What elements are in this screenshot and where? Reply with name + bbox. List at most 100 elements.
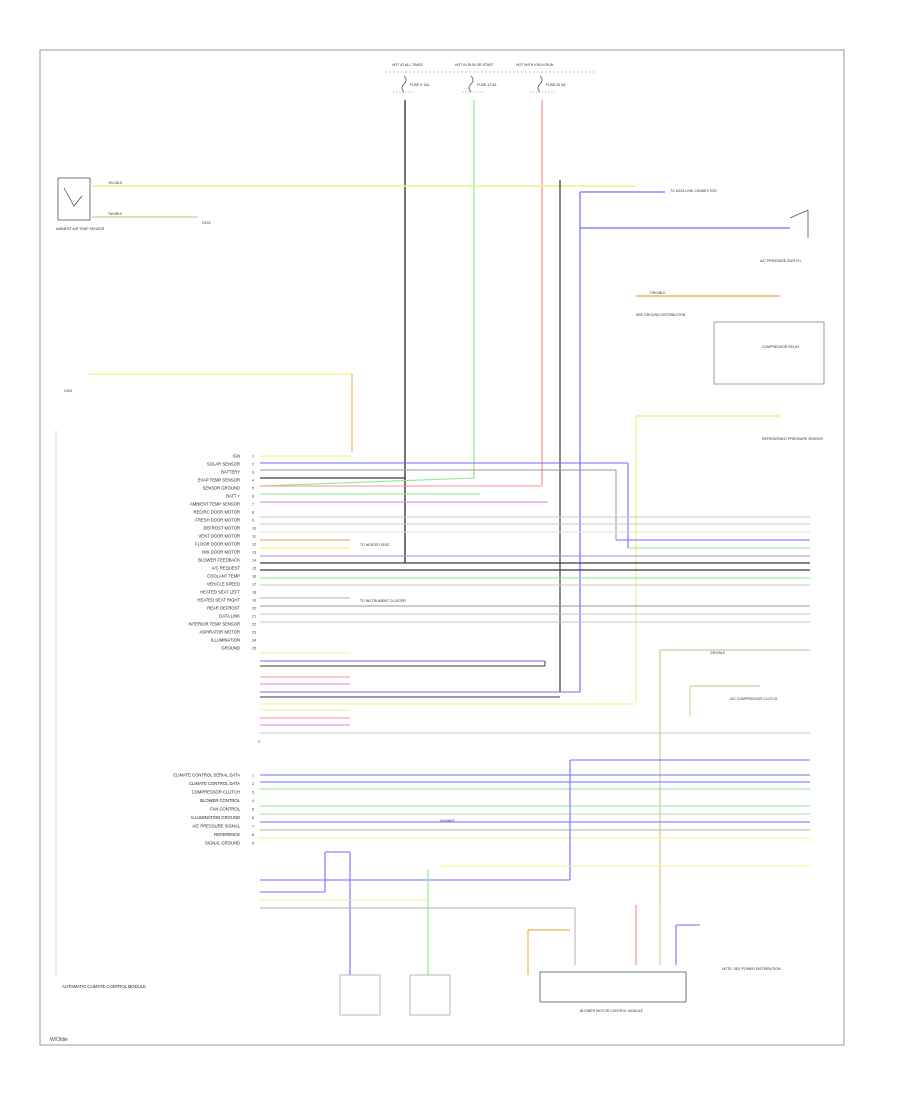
pin-label: BLOWER CONTROL <box>200 798 240 803</box>
pin-label: CLIMATE CONTROL SERIAL DATA <box>173 773 240 778</box>
pin-label: EVAP TEMP SENSOR <box>198 478 240 483</box>
fuse-icon <box>401 75 543 93</box>
pin-label: HEATED SEAT LEFT <box>200 590 240 595</box>
note-label: SEE GROUND DISTRIBUTION <box>636 313 686 317</box>
pin-label: FLOOR DOOR MOTOR <box>195 542 240 547</box>
pin-label: RECIRC DOOR MOTOR <box>194 510 240 515</box>
wire-label: VIO/WHT <box>440 819 456 823</box>
pin-number: 14 <box>252 559 256 563</box>
pin-label: SIGNAL GROUND <box>205 841 240 846</box>
fuse-rating-2: FUSE 12 5A <box>477 83 497 87</box>
ambient-sensor-label: AMBIENT AIR TEMP SENSOR <box>56 227 105 231</box>
switch-label: A/C PRESSURE SWITCH <box>760 259 801 263</box>
pin-label: IGN <box>233 454 240 459</box>
pin-number: 19 <box>252 599 256 603</box>
compressor-label: A/C COMPRESSOR CLUTCH <box>730 697 778 701</box>
pin-number: 1 <box>252 774 254 778</box>
fuse-label-2: HOT IN RUN OR START <box>455 63 495 67</box>
footer-code: W/Oldie <box>50 1037 68 1043</box>
connector-id: C <box>258 740 261 744</box>
pin-label: REAR DEFROST <box>207 606 240 611</box>
module-name: AUTOMATIC CLIMATE CONTROL MODULE <box>62 984 146 989</box>
pin-label: FAN CONTROL <box>210 807 240 812</box>
pin-number: 24 <box>252 639 256 643</box>
pin-label: DEFROST MOTOR <box>203 526 240 531</box>
wire-label: ORG/BLK <box>650 291 666 295</box>
blower-motor-label: BLOWER MOTOR CONTROL MODULE <box>580 1009 644 1013</box>
pin-number: 15 <box>252 567 256 571</box>
pin-label: COOLANT TEMP <box>207 574 240 579</box>
pin-number: 25 <box>252 647 256 651</box>
pin-label: DATA LINK <box>219 614 240 619</box>
pin-number: 12 <box>252 543 256 547</box>
pin-number: 6 <box>252 495 254 499</box>
pin-number: 7 <box>252 503 254 507</box>
fuse-label-3: HOT WITH IGN IN RUN <box>516 63 554 67</box>
pin-label: REFERENCE <box>214 832 240 837</box>
pin-number: 3 <box>252 471 254 475</box>
pin-number: 2 <box>252 782 254 786</box>
ambient-sensor: AMBIENT AIR TEMP SENSOR YEL/BLK TAN/BLK … <box>56 177 636 231</box>
pin-label: ILLUMINATION GROUND <box>191 815 240 820</box>
pin-number: 13 <box>252 551 256 555</box>
module-wires-lower: VIO/WHT <box>260 759 810 881</box>
pin-number: 11 <box>252 535 256 539</box>
pin-number: 4 <box>252 479 254 483</box>
note-label: TO HEATED SEAT <box>360 543 390 547</box>
pin-label: BATT + <box>226 494 240 499</box>
pin-label: COMPRESSOR CLUTCH <box>192 790 240 795</box>
pin-number: 21 <box>252 615 256 619</box>
pin-label: MIX DOOR MOTOR <box>202 550 240 555</box>
pin-number: 9 <box>252 519 254 523</box>
pin-number: 23 <box>252 631 256 635</box>
pin-number: 1 <box>252 455 254 459</box>
feed-wires <box>259 100 543 563</box>
pin-number: 8 <box>252 511 254 515</box>
pin-number: 5 <box>252 487 254 491</box>
ground-label: G102 <box>202 221 211 225</box>
pin-number: 3 <box>252 791 254 795</box>
bottom-components: BLOWER MOTOR CONTROL MODULE NOTE: SEE PO… <box>260 851 781 1016</box>
pin-number: 9 <box>252 842 254 846</box>
pin-label: AMBIENT TEMP SENSOR <box>190 502 240 507</box>
pin-number: 4 <box>252 799 254 803</box>
ground-label: G301 <box>64 389 73 393</box>
pin-label: A/C PRESSURE SIGNAL <box>192 824 240 829</box>
pin-label: ASPIRATOR MOTOR <box>200 630 240 635</box>
refrig-sensor-label: REFRIGERANT PRESSURE SENSOR <box>762 437 823 441</box>
pin-label: SOLAR SENSOR <box>207 462 240 467</box>
pin-number: 7 <box>252 825 254 829</box>
pin-label: VENT DOOR MOTOR <box>199 534 241 539</box>
pin-number: 20 <box>252 607 256 611</box>
note-label: TO INSTRUMENT CLUSTER <box>360 599 406 603</box>
pin-number: 6 <box>252 816 254 820</box>
fuse-label-1: HOT AT ALL TIMES <box>392 63 423 67</box>
relay-label: COMPRESSOR RELAY <box>762 345 800 349</box>
pin-number: 16 <box>252 575 256 579</box>
fuse-rating-1: FUSE 9 10A <box>410 83 430 87</box>
pin-number: 2 <box>252 463 254 467</box>
pin-label: GROUND <box>221 646 240 651</box>
fuse-rating-3: FUSE 26 5A <box>546 83 566 87</box>
wire-label: GRY/BLK <box>710 651 726 655</box>
fuse-block-top: HOT AT ALL TIMES HOT IN RUN OR START HOT… <box>385 63 595 93</box>
right-components: TO DATA LINK CONNECTOR A/C PRESSURE SWIT… <box>559 180 825 702</box>
pin-label: SENSOR GROUND <box>203 486 240 491</box>
pin-label: BLOWER FEEDBACK <box>198 558 240 563</box>
pin-number: 10 <box>252 527 256 531</box>
wire-label: TAN/BLK <box>108 212 123 216</box>
pin-label: INTERIOR TEMP SENSOR <box>189 622 241 627</box>
diagram-frame <box>39 49 845 1046</box>
pin-label: CLIMATE CONTROL DATA <box>189 781 240 786</box>
pin-label: A/C REQUEST <box>212 566 241 571</box>
pin-number: 18 <box>252 591 256 595</box>
pin-number: 17 <box>252 583 256 587</box>
note-label: TO DATA LINK CONNECTOR <box>670 189 717 193</box>
pin-number: 5 <box>252 808 254 812</box>
footnote-right: NOTE: SEE POWER DISTRIBUTION <box>722 967 781 971</box>
pin-number: 22 <box>252 623 256 627</box>
pin-label: VEHICLE SPEED <box>207 582 240 587</box>
